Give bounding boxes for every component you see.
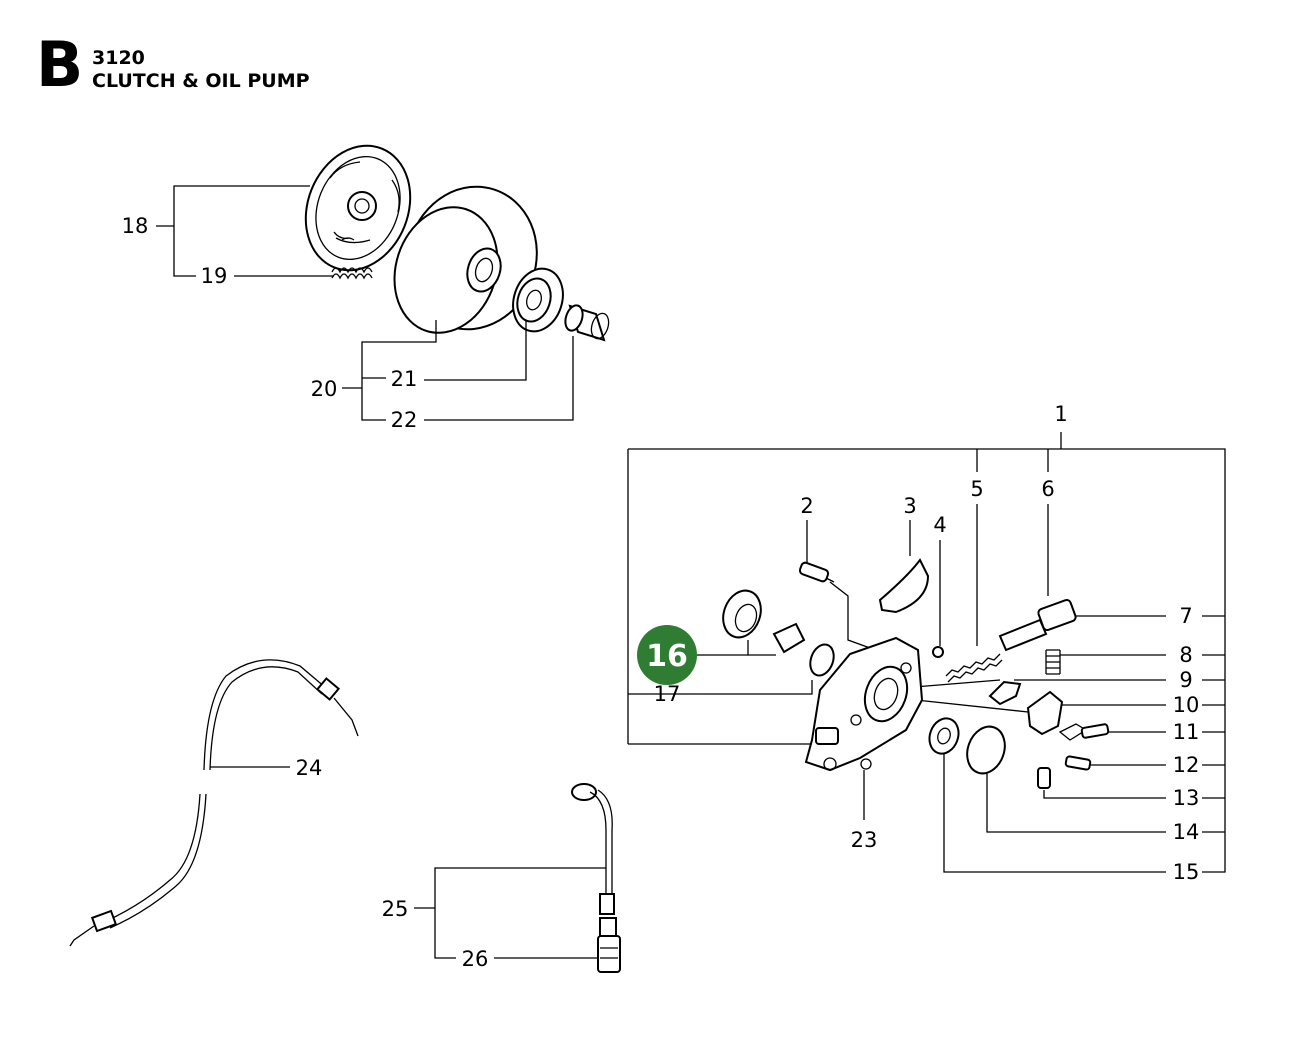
callout-7[interactable]: 7: [1179, 604, 1192, 628]
clutch-leader-lines: [156, 185, 574, 421]
callout-4[interactable]: 4: [933, 513, 946, 537]
callout-6[interactable]: 6: [1041, 477, 1054, 501]
o-ring[interactable]: [961, 721, 1011, 778]
small-spring[interactable]: [1045, 649, 1061, 675]
oil-hose-lower[interactable]: [69, 793, 207, 947]
highlight-badge-circle: [637, 625, 697, 685]
seal-ring[interactable]: [925, 714, 964, 757]
needle-bearing[interactable]: [562, 303, 611, 342]
callout-8[interactable]: 8: [1179, 643, 1192, 667]
small-screw[interactable]: [932, 646, 944, 658]
section-title: CLUTCH & OIL PUMP: [92, 70, 310, 92]
pump-plunger[interactable]: [998, 598, 1077, 652]
callout-15[interactable]: 15: [1173, 860, 1200, 884]
callout-19[interactable]: 19: [201, 264, 228, 288]
callout-13[interactable]: 13: [1173, 786, 1200, 810]
callout-21[interactable]: 21: [391, 367, 418, 391]
section-letter: B: [36, 28, 84, 101]
callout-20[interactable]: 20: [311, 377, 338, 401]
clutch-spring[interactable]: [331, 267, 373, 280]
clutch-drum[interactable]: [379, 170, 555, 347]
callout-22[interactable]: 22: [391, 408, 418, 432]
oil-hose-upper[interactable]: [203, 659, 359, 771]
suction-hose[interactable]: [571, 783, 615, 915]
lever-screw[interactable]: [1080, 723, 1110, 739]
highlight-badge-label: 16: [646, 639, 688, 674]
callout-25[interactable]: 25: [382, 897, 409, 921]
oil-filter[interactable]: [597, 917, 621, 973]
pump-screw[interactable]: [798, 561, 835, 583]
bottom-screw[interactable]: [1037, 767, 1051, 789]
callout-3[interactable]: 3: [903, 494, 916, 518]
callout-24[interactable]: 24: [296, 756, 323, 780]
highlight-badge-16[interactable]: 16: [637, 625, 697, 685]
hose-leader-lines: [210, 766, 606, 959]
rim-sprocket[interactable]: [505, 262, 570, 338]
callout-11[interactable]: 11: [1173, 720, 1200, 744]
washer[interactable]: [806, 641, 838, 679]
callout-10[interactable]: 10: [1173, 693, 1200, 717]
pump-spring[interactable]: [945, 653, 1003, 683]
callout-12[interactable]: 12: [1173, 753, 1200, 777]
callout-17[interactable]: 17: [654, 682, 681, 706]
adjuster-clip[interactable]: [988, 680, 1022, 706]
clutch-shoe-assembly[interactable]: [288, 130, 429, 286]
washer-small[interactable]: [860, 758, 872, 770]
section-code: 3120: [92, 47, 145, 69]
callout-14[interactable]: 14: [1173, 820, 1200, 844]
callout-5[interactable]: 5: [970, 477, 983, 501]
callout-1[interactable]: 1: [1054, 402, 1067, 426]
bracket-lines: [627, 432, 1226, 873]
cover-plate[interactable]: [878, 558, 930, 614]
callout-23[interactable]: 23: [851, 828, 878, 852]
drive-gear[interactable]: [772, 622, 806, 654]
oil-pump-body[interactable]: [804, 636, 924, 772]
adjust-screw[interactable]: [1064, 755, 1092, 771]
callout-18[interactable]: 18: [122, 214, 149, 238]
callout-26[interactable]: 26: [462, 947, 489, 971]
worm-gear[interactable]: [717, 585, 767, 642]
callout-2[interactable]: 2: [800, 494, 813, 518]
callout-9[interactable]: 9: [1179, 668, 1192, 692]
lever-bracket[interactable]: [1026, 690, 1064, 736]
callout-labels: 1 2 3 4 5 6 7 8 9 10 11 12 13 14 15 17 1…: [122, 214, 1200, 971]
